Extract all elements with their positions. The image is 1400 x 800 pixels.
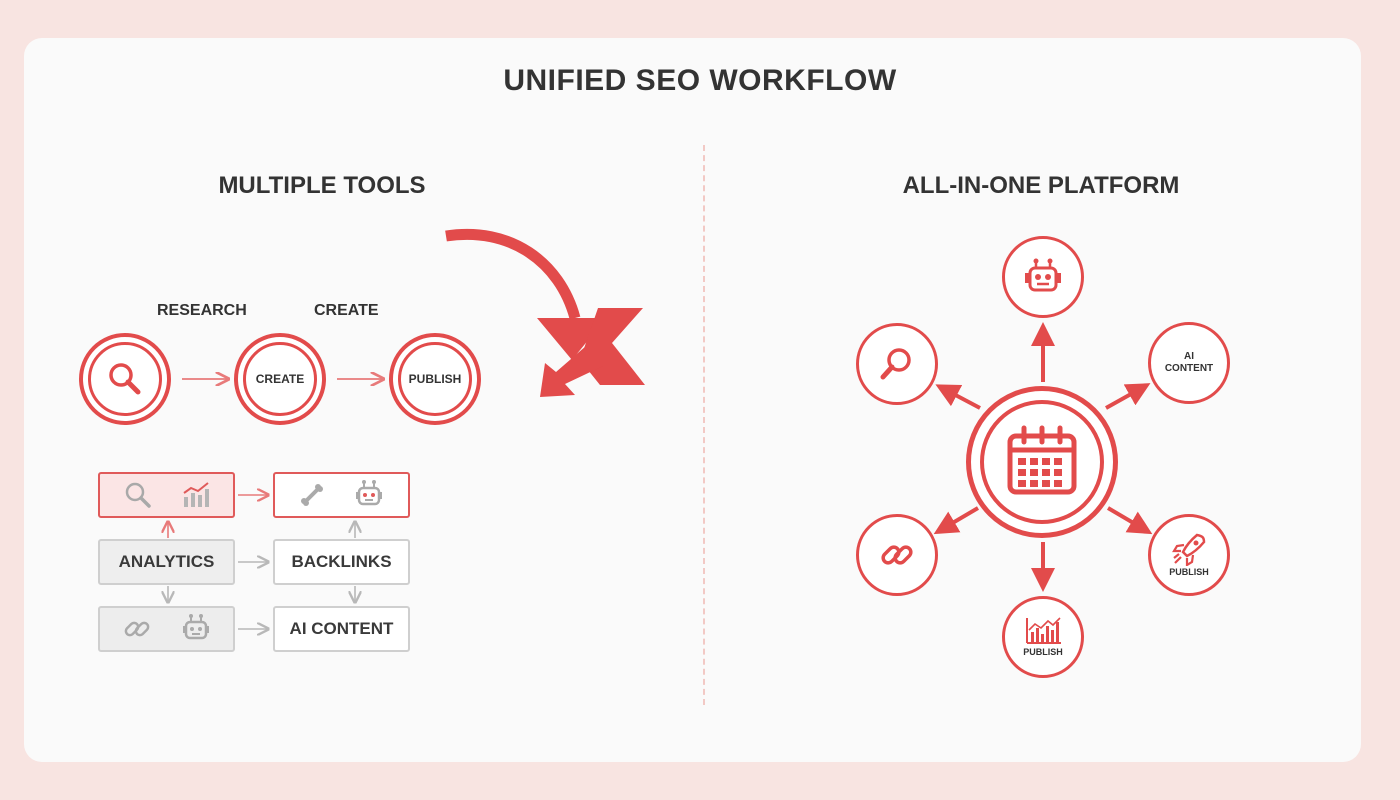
spoke-lower-right xyxy=(1106,506,1153,535)
bar-chart-icon xyxy=(182,482,209,507)
bar-chart-icon xyxy=(1026,617,1061,644)
analytics-box: ANALYTICS xyxy=(98,539,235,585)
link-icon xyxy=(881,545,913,565)
spoke-upper-right xyxy=(1105,383,1151,410)
search-icon xyxy=(125,482,151,508)
ai-content-label: AI CONTENT xyxy=(289,619,394,638)
node-publish-rocket-label: PUBLISH xyxy=(1169,567,1209,577)
merge-arrow xyxy=(445,228,645,397)
analytics-label: ANALYTICS xyxy=(118,552,215,571)
node-robot xyxy=(1002,236,1084,318)
step-label-research: RESEARCH xyxy=(157,302,247,319)
diagram-title: UNIFIED SEO WORKFLOW xyxy=(503,64,897,97)
tool-box-link-ai xyxy=(98,606,235,652)
publish-circle-label: PUBLISH xyxy=(408,372,462,386)
node-ai-content: AI CONTENT xyxy=(1148,322,1230,404)
create-circle: CREATE xyxy=(234,333,326,425)
hub-circle xyxy=(966,386,1118,538)
robot-icon xyxy=(1025,258,1061,292)
node-ai-content-label-line1: AI xyxy=(1184,351,1194,362)
ai-content-box: AI CONTENT xyxy=(273,606,410,652)
rocket-icon xyxy=(1172,533,1206,566)
node-ai-content-label-line2: CONTENT xyxy=(1164,363,1214,374)
section-divider xyxy=(703,145,705,705)
research-circle xyxy=(79,333,171,425)
robot-icon xyxy=(182,614,209,640)
search-icon xyxy=(880,348,911,380)
calendar-icon xyxy=(1007,425,1077,495)
node-publish-rocket: PUBLISH xyxy=(1148,514,1230,596)
spoke-lower-left xyxy=(933,506,980,535)
robot-icon xyxy=(355,480,382,506)
node-link xyxy=(856,514,938,596)
backlinks-label: BACKLINKS xyxy=(291,552,392,571)
backlinks-box: BACKLINKS xyxy=(273,539,410,585)
link-icon xyxy=(124,621,149,637)
step-label-create: CREATE xyxy=(314,302,379,319)
node-publish-chart-label: PUBLISH xyxy=(1023,647,1063,657)
publish-circle: PUBLISH xyxy=(389,333,481,425)
node-search xyxy=(856,323,938,405)
create-circle-label: CREATE xyxy=(255,372,305,386)
search-icon xyxy=(109,363,141,395)
right-heading: ALL-IN-ONE PLATFORM xyxy=(902,172,1180,199)
left-heading: MULTIPLE TOOLS xyxy=(218,172,426,199)
node-publish-chart: PUBLISH xyxy=(1002,596,1084,678)
spoke-upper-left xyxy=(935,384,981,410)
tool-box-backlink-ai xyxy=(273,472,410,518)
tool-box-search-charts xyxy=(98,472,235,518)
bone-icon xyxy=(300,484,323,506)
